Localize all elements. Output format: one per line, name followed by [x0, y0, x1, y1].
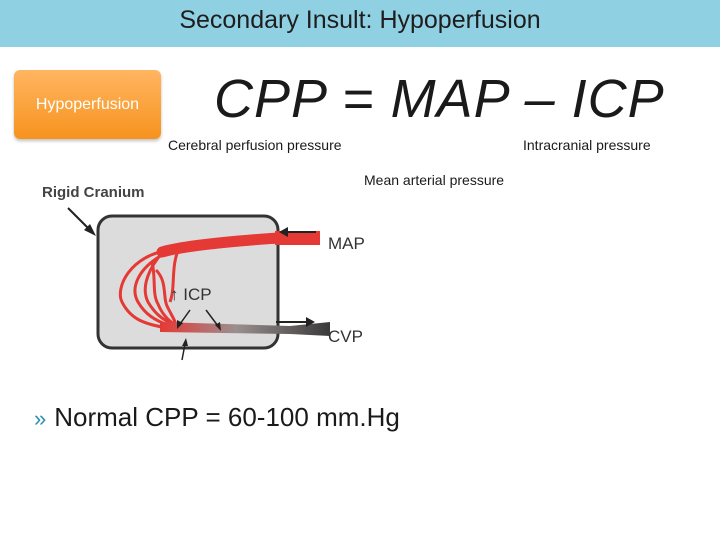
cranium-diagram: Rigid Cranium MAP CVP ↑ ICP	[42, 184, 365, 361]
cranium-pointer-arrowhead	[84, 224, 96, 236]
badge-label: Hypoperfusion	[35, 95, 140, 113]
title-bar	[0, 0, 720, 47]
hypoperfusion-badge: Hypoperfusion	[14, 70, 161, 139]
icp-arrowhead-right	[215, 322, 221, 331]
bullet-marker: »	[34, 406, 47, 431]
icp-arrow-left	[179, 309, 191, 325]
bullet-text: Normal CPP = 60-100 mm.Hg	[54, 402, 400, 432]
icp-arrowhead-left	[177, 320, 183, 329]
bullet-normal-cpp: » Normal CPP = 60-100 mm.Hg	[34, 402, 400, 433]
map-label: MAP	[328, 234, 365, 253]
icp-arrowhead-bottom	[182, 338, 188, 346]
cpp-definition: Cerebral perfusion pressure	[168, 137, 342, 153]
cvp-arrowhead	[306, 317, 315, 327]
cranium-box	[96, 214, 280, 350]
map-definition: Mean arterial pressure	[364, 172, 505, 188]
icp-definition: Intracranial pressure	[523, 137, 651, 153]
rigid-cranium-label: Rigid Cranium	[42, 184, 145, 201]
map-arrowhead	[279, 227, 288, 237]
icp-label: ↑ ICP	[170, 285, 212, 304]
slide-title: Secondary Insult: Hypoperfusion	[179, 6, 541, 34]
cvp-label: CVP	[328, 327, 363, 346]
cpp-formula: CPP = MAP – ICP	[214, 69, 665, 129]
icp-arrow-bottom	[181, 343, 186, 361]
icp-arrow-right	[205, 309, 219, 327]
cvp-vessel	[160, 322, 330, 336]
vascular-bed	[118, 245, 182, 330]
